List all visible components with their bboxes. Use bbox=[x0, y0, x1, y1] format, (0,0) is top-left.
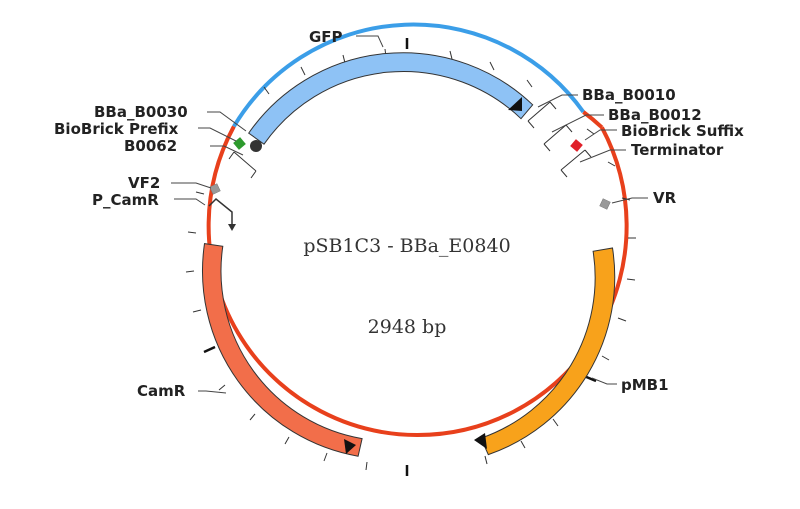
camr-feature[interactable] bbox=[202, 243, 363, 457]
gfp-direction-arrow-icon bbox=[508, 97, 522, 111]
pmb1-direction-arrow-icon bbox=[474, 433, 487, 449]
tick bbox=[626, 278, 636, 281]
p-camr-promoter[interactable] bbox=[208, 197, 236, 231]
ring-ticks bbox=[185, 38, 636, 476]
p-camr-leader bbox=[174, 198, 206, 206]
backbone-ring bbox=[206, 22, 629, 438]
rbs-circle-icon[interactable] bbox=[250, 140, 262, 152]
tick bbox=[249, 413, 256, 421]
tick bbox=[218, 384, 226, 391]
tick bbox=[284, 436, 290, 445]
bba-b0010-label[interactable]: BBa_B0010 bbox=[582, 86, 676, 104]
bba-b0010-span bbox=[527, 101, 557, 129]
tick-major-left bbox=[203, 345, 216, 354]
vr-leader bbox=[611, 197, 648, 204]
leader-lines bbox=[171, 35, 648, 394]
tick bbox=[185, 270, 195, 273]
bba-b0030-label[interactable]: BBa_B0030 bbox=[94, 103, 188, 121]
feature-labels: GFP BBa_B0010 BBa_B0012 BioBrick Suffix … bbox=[54, 28, 744, 400]
vr-label[interactable]: VR bbox=[653, 189, 677, 207]
tick bbox=[323, 452, 328, 462]
tick bbox=[586, 128, 595, 135]
b0062-span bbox=[228, 151, 257, 179]
tick bbox=[449, 50, 453, 60]
pmb1-leader bbox=[591, 377, 617, 385]
bba-b0010-leader bbox=[537, 94, 578, 108]
pmb1-arc bbox=[480, 247, 616, 456]
biobrick-suffix-leader bbox=[584, 129, 617, 141]
tick bbox=[300, 66, 306, 76]
tick bbox=[263, 86, 270, 95]
camr-arc bbox=[202, 243, 363, 457]
gfp-label[interactable]: GFP bbox=[309, 28, 343, 46]
terminator-span bbox=[560, 149, 592, 178]
tick bbox=[195, 191, 205, 195]
bba-b0030-leader bbox=[207, 111, 247, 132]
promoter-arrowhead-icon bbox=[228, 224, 236, 231]
tick bbox=[489, 61, 495, 71]
gfp-leader bbox=[356, 35, 384, 48]
insert-arc bbox=[232, 22, 586, 128]
camr-leader bbox=[198, 390, 227, 394]
terminator-spans bbox=[228, 101, 592, 179]
tick bbox=[192, 309, 202, 313]
b0062-leader bbox=[210, 145, 244, 156]
biobrick-suffix-label[interactable]: BioBrick Suffix bbox=[621, 122, 744, 140]
tick bbox=[187, 231, 197, 234]
plasmid-name: pSB1C3 - BBa_E0840 bbox=[303, 235, 510, 257]
biobrick-suffix-square-icon[interactable] bbox=[570, 139, 583, 152]
backbone-suffix-arc bbox=[582, 110, 604, 129]
gfp-feature[interactable] bbox=[248, 52, 534, 145]
biobrick-prefix-label[interactable]: BioBrick Prefix bbox=[54, 120, 179, 138]
terminator-leader bbox=[579, 149, 626, 163]
tick bbox=[601, 355, 610, 361]
gfp-arc bbox=[248, 52, 534, 145]
biobrick-prefix-leader bbox=[198, 127, 237, 142]
pmb1-label[interactable]: pMB1 bbox=[621, 376, 669, 394]
bba-b0012-leader bbox=[551, 114, 604, 133]
terminator-label[interactable]: Terminator bbox=[631, 141, 724, 159]
tick bbox=[552, 418, 559, 427]
vf2-label[interactable]: VF2 bbox=[128, 174, 160, 192]
pmb1-feature[interactable] bbox=[474, 247, 616, 456]
camr-direction-arrow-icon bbox=[344, 439, 356, 454]
plasmid-length: 2948 bp bbox=[368, 316, 447, 338]
bba-b0012-label[interactable]: BBa_B0012 bbox=[608, 106, 702, 124]
tick bbox=[526, 79, 533, 88]
tick bbox=[484, 455, 488, 465]
tick bbox=[607, 161, 616, 167]
bba-b0012-span bbox=[543, 124, 573, 152]
biobrick-prefix-square-icon[interactable] bbox=[233, 137, 246, 150]
b0062-label[interactable]: B0062 bbox=[124, 137, 177, 155]
tick bbox=[617, 317, 627, 322]
camr-label[interactable]: CamR bbox=[137, 382, 186, 400]
p-camr-label[interactable]: P_CamR bbox=[92, 191, 159, 209]
vf2-leader bbox=[171, 182, 212, 189]
tick bbox=[365, 461, 368, 471]
vf2-primer-icon[interactable] bbox=[209, 183, 221, 195]
tick bbox=[520, 440, 526, 449]
bent-arrow-icon bbox=[208, 197, 233, 224]
vr-primer-icon[interactable] bbox=[599, 198, 611, 210]
